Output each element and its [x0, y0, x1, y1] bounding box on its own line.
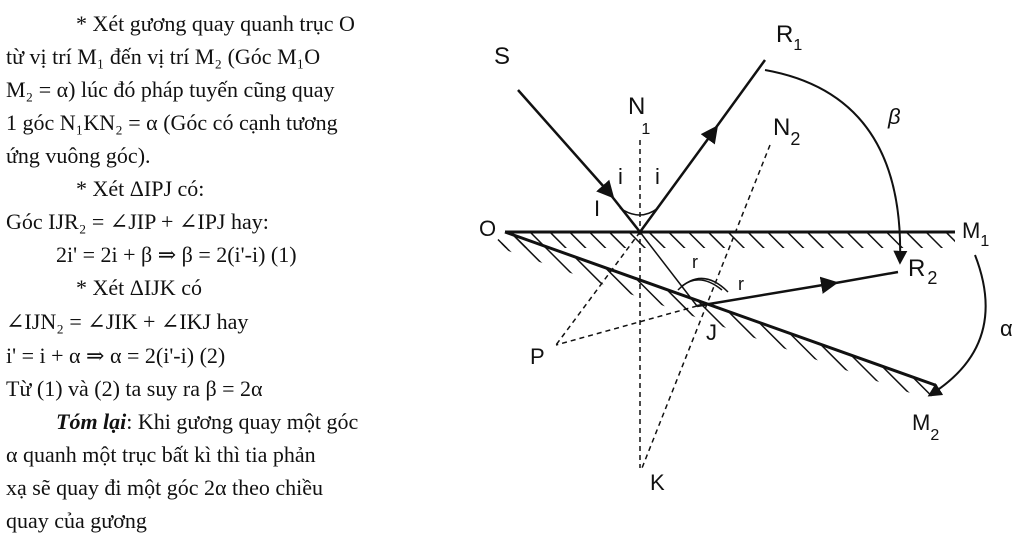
text-line: α quanh một trục bất kì thì tia phản: [6, 442, 316, 467]
label-s: S: [494, 43, 510, 70]
summary-line: Tóm lại: Khi gương quay một góc: [56, 406, 358, 438]
alpha-arc: [927, 254, 987, 397]
equation-1: 2i' = 2i + β ⇒ β = 2(i'-i) (1): [56, 242, 297, 267]
label-p: P: [530, 344, 545, 369]
reflected-ray-r1: [638, 125, 719, 233]
text-line: * Xét ΔIPJ có:: [76, 176, 205, 201]
line-ip: [555, 231, 641, 346]
incident-ray: [517, 89, 615, 199]
mirror-m2-hatch: [500, 232, 935, 400]
mirror-m2: [504, 230, 936, 387]
angle-i-arc: [619, 207, 659, 216]
text-line: Góc IJR₂ = ∠JIP + ∠IPJ hay:: [6, 209, 269, 234]
text-line: M₂ = α) lúc đó pháp tuyến cũng quay: [6, 77, 335, 102]
beta-arc: [764, 69, 908, 265]
incident-ray-end: [609, 193, 641, 233]
label-i-left: i: [618, 164, 623, 189]
label-j: J: [706, 320, 717, 345]
mirror-m1-hatch: [490, 232, 955, 248]
angle-r-arc-2: [677, 277, 729, 293]
text-line: Từ (1) và (2) ta suy ra β = 2α: [6, 376, 263, 401]
label-r1: R1: [776, 21, 802, 54]
text-line: ứng vuông góc).: [6, 143, 151, 168]
summary-label: Tóm lại: [56, 409, 127, 434]
label-m2: M2: [912, 410, 939, 444]
label-o: O: [479, 216, 496, 241]
text-line: từ vị trí M₁ đến vị trí M₂ (Góc M₁O: [6, 44, 321, 69]
reflected-ray-r2: [696, 276, 839, 308]
label-beta: β: [887, 104, 901, 129]
summary-text: : Khi gương quay một góc: [126, 409, 359, 434]
label-alpha: α: [1000, 316, 1013, 341]
label-i-point: I: [594, 196, 600, 221]
normal-n2: [641, 144, 771, 469]
text-line: ∠IJN₂ = ∠JIK + ∠IKJ hay: [6, 309, 249, 334]
label-n2: N2: [773, 114, 800, 149]
text-line: quay của gương: [6, 508, 147, 533]
reflected-ray-r2-end: [829, 270, 899, 286]
label-m1: M1: [962, 218, 989, 250]
label-i-right: i: [655, 164, 660, 189]
label-r-right: r: [738, 274, 744, 294]
text-line: xạ sẽ quay đi một góc 2α theo chiều: [6, 475, 324, 500]
text-line: * Xét gương quay quanh trục O: [76, 11, 355, 36]
ray-ij: [639, 231, 698, 307]
reflected-ray-r1-end: [710, 59, 767, 134]
label-k: K: [650, 470, 665, 495]
text-line: * Xét ΔIJK có: [76, 275, 202, 300]
text-line: 1 góc N₁KN₂ = α (Góc có cạnh tương: [6, 110, 338, 135]
label-r-left: r: [692, 252, 698, 272]
equation-2: i' = i + α ⇒ α = 2(i'-i) (2): [6, 343, 226, 368]
line-jp: [555, 305, 698, 346]
